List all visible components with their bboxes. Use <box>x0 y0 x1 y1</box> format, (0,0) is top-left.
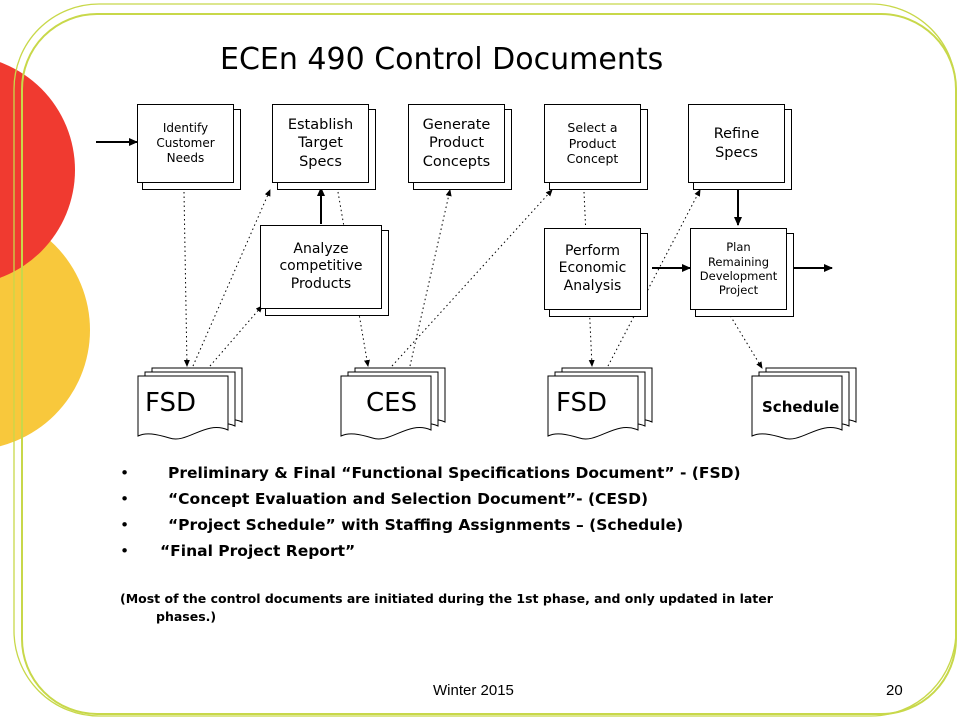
slide-title: ECEn 490 Control Documents <box>220 42 664 77</box>
dotted-ces-to-generate <box>409 189 452 367</box>
doc-label-fsd-1: FSD <box>145 388 197 418</box>
doc-label-schedule: Schedule <box>762 398 840 416</box>
box-refine-specs: Refine Specs <box>688 104 785 183</box>
bullet-text: “Project Schedule” with Staffing Assignm… <box>168 516 684 534</box>
document-page <box>137 375 229 440</box>
document-stacks <box>137 367 857 440</box>
document-stack-ces <box>340 367 446 440</box>
footnote: (Most of the control documents are initi… <box>120 590 880 626</box>
document-page <box>547 375 639 440</box>
dotted-fsd-to-establish <box>192 189 271 367</box>
box-select-product-concept: Select a Product Concept <box>544 104 641 183</box>
document-stack-schedule <box>751 367 857 440</box>
bullet-dot: • <box>120 490 130 508</box>
doc-label-fsd-2: FSD <box>556 388 608 418</box>
dotted-connectors <box>183 189 763 369</box>
footnote-line-2: phases.) <box>156 609 217 624</box>
slide-frame-inner <box>13 3 957 717</box>
bullet-text: “Final Project Report” <box>160 542 356 560</box>
dotted-ces-to-select <box>391 189 553 367</box>
dotted-fsd-to-refine <box>607 189 701 367</box>
solid-connectors <box>96 138 833 272</box>
document-page <box>340 375 432 440</box>
document-page <box>751 375 843 440</box>
dotted-select-to-fsd <box>583 191 595 367</box>
box-identify-customer-needs: Identify Customer Needs <box>137 104 234 183</box>
dotted-identify-to-fsd <box>183 191 190 367</box>
bullet-dot: • <box>120 542 130 560</box>
bullet-dot: • <box>120 464 130 482</box>
box-perform-economic-analysis: Perform Economic Analysis <box>544 228 641 310</box>
box-analyze-competitive-products: Analyze competitive Products <box>260 225 382 309</box>
bullet-text: “Concept Evaluation and Selection Docume… <box>168 490 649 508</box>
bullet-text: Preliminary & Final “Functional Specific… <box>168 464 741 482</box>
box-establish-target-specs: Establish Target Specs <box>272 104 369 183</box>
footer-term: Winter 2015 <box>433 682 514 699</box>
dotted-fsd-to-analyze <box>209 305 263 367</box>
dotted-plan-to-schedule <box>727 311 763 369</box>
box-generate-product-concepts: Generate Product Concepts <box>408 104 505 183</box>
document-stack-fsd1 <box>137 367 243 440</box>
document-stack-fsd2 <box>547 367 653 440</box>
box-plan-remaining-development-project: Plan Remaining Development Project <box>690 228 787 310</box>
footnote-line-1: (Most of the control documents are initi… <box>120 591 773 606</box>
footer-page-number: 20 <box>886 682 903 699</box>
bullet-dot: • <box>120 516 130 534</box>
decor-red-circle <box>0 62 75 278</box>
doc-label-ces: CES <box>366 388 418 418</box>
